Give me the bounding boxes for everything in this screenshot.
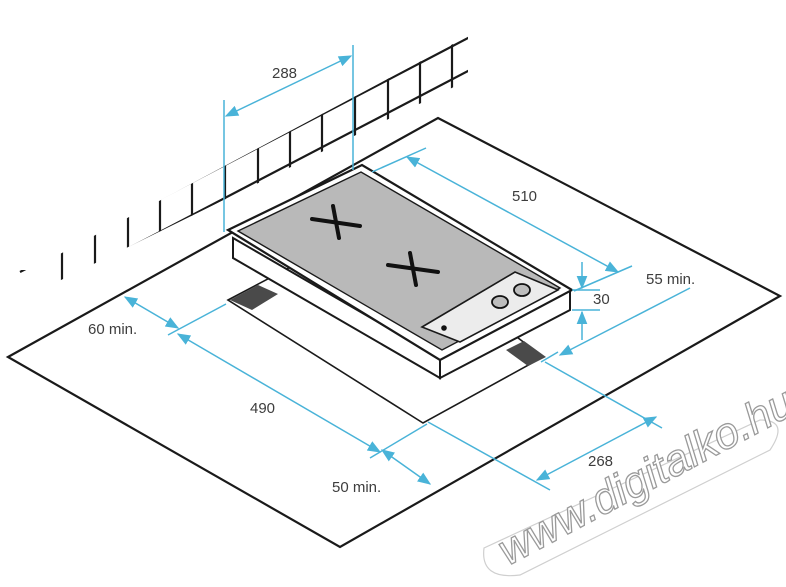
dimension-label-50-min: 50 min.	[332, 479, 381, 496]
control-knob-left-icon	[491, 295, 509, 309]
dimension-label-60-min: 60 min.	[88, 321, 137, 338]
dimension-label-30: 30	[593, 291, 610, 308]
dimension-50-min: 50 min.	[332, 449, 432, 496]
dimension-30: 30	[572, 262, 610, 340]
indicator-dot-icon	[441, 325, 447, 331]
dimension-288: 288	[223, 45, 354, 232]
support-block-right	[506, 341, 546, 366]
dimension-490: 490	[176, 333, 428, 459]
dimension-label-268: 268	[588, 453, 613, 470]
cooking-zone-rear-icon	[310, 204, 362, 240]
dimension-label-288: 288	[272, 65, 297, 82]
control-knob-right-icon	[513, 283, 531, 297]
dimension-label-490: 490	[250, 400, 275, 417]
dimension-label-55-min: 55 min.	[646, 271, 695, 288]
support-block-left	[230, 285, 278, 310]
dimension-label-510: 510	[512, 188, 537, 205]
dimension-60-min: 60 min.	[88, 296, 227, 338]
dimension-268: 268	[427, 361, 663, 491]
dimension-55-min: 55 min.	[540, 271, 695, 363]
